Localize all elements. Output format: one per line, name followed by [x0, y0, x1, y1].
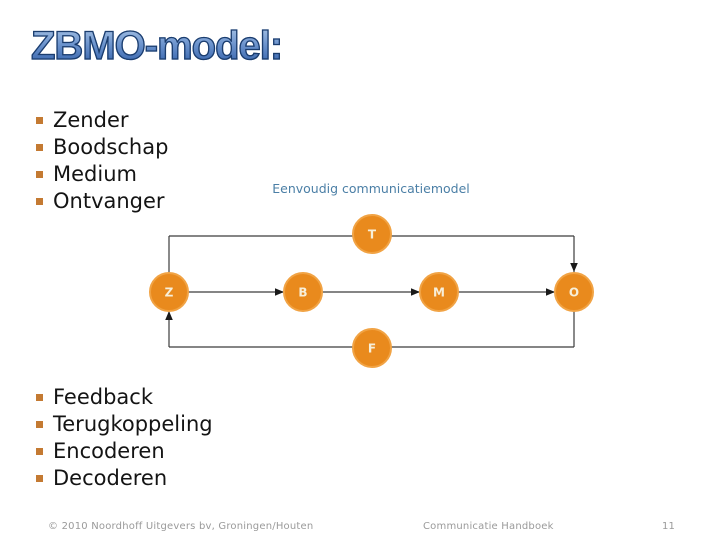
node-label-m: M	[433, 286, 445, 300]
list-item: Boodschap	[36, 133, 168, 160]
node-circle-f	[352, 328, 392, 368]
node-circle-t	[352, 214, 392, 254]
bullet-list-top: Zender Boodschap Medium Ontvanger	[36, 106, 168, 214]
node-circle-b	[283, 272, 323, 312]
footer-page-number: 11	[662, 521, 676, 532]
node-label-t: T	[368, 228, 377, 242]
bullet-list-bottom: Feedback Terugkoppeling Encoderen Decode…	[36, 383, 213, 491]
list-item: Zender	[36, 106, 168, 133]
communication-model-diagram: Eenvoudig communicatiemodel	[140, 170, 620, 375]
list-item: Encoderen	[36, 437, 213, 464]
node-label-o: O	[569, 286, 579, 300]
arrowhead-icons	[165, 263, 578, 320]
list-item-label: Feedback	[53, 384, 154, 409]
node-circle-o	[554, 272, 594, 312]
node-circle-z	[149, 272, 189, 312]
list-item-label: Medium	[53, 161, 137, 186]
list-item-label: Zender	[53, 107, 129, 132]
node-circle-m	[419, 272, 459, 312]
bullet-square-icon	[36, 170, 43, 178]
bullet-square-icon	[36, 474, 43, 482]
bullet-square-icon	[36, 143, 43, 151]
list-item-label: Encoderen	[53, 438, 165, 463]
list-item-label: Ontvanger	[53, 188, 165, 213]
footer-copyright: © 2010 Noordhoff Uitgevers bv, Groningen…	[48, 521, 314, 532]
list-item: Terugkoppeling	[36, 410, 213, 437]
slide-title: ZBMO-model:	[30, 23, 283, 68]
list-item: Decoderen	[36, 464, 213, 491]
list-item: Ontvanger	[36, 187, 168, 214]
list-item-label: Terugkoppeling	[53, 411, 213, 436]
bullet-square-icon	[36, 447, 43, 455]
node-label-f: F	[368, 342, 376, 356]
node-label-b: B	[298, 286, 307, 300]
node-label-z: Z	[165, 286, 174, 300]
bullet-square-icon	[36, 116, 43, 124]
diagram-title: Eenvoudig communicatiemodel	[272, 181, 470, 196]
bullet-square-icon	[36, 393, 43, 401]
bullet-square-icon	[36, 197, 43, 205]
diagram-canvas: Eenvoudig communicatiemodel	[149, 181, 594, 368]
list-item: Feedback	[36, 383, 213, 410]
list-item: Medium	[36, 160, 168, 187]
slide-footer: © 2010 Noordhoff Uitgevers bv, Groningen…	[0, 518, 720, 538]
diagram-nodes: Z B M O T F	[149, 214, 594, 368]
footer-book-title: Communicatie Handboek	[423, 521, 554, 532]
list-item-label: Decoderen	[53, 465, 168, 490]
list-item-label: Boodschap	[53, 134, 169, 159]
bullet-square-icon	[36, 420, 43, 428]
